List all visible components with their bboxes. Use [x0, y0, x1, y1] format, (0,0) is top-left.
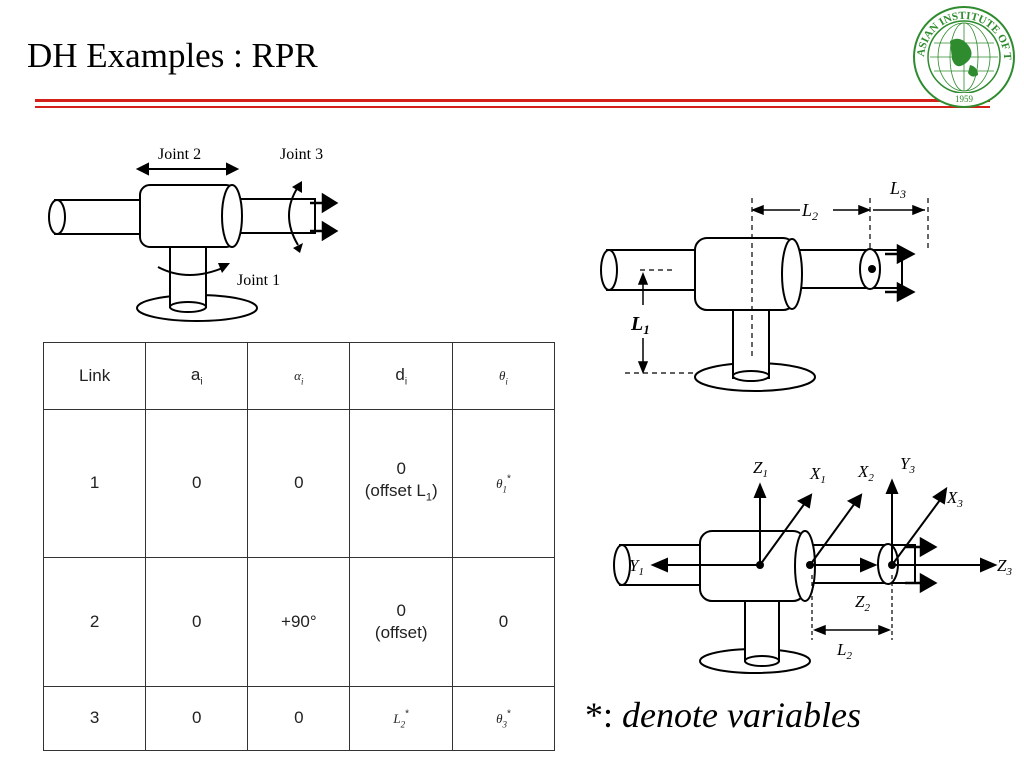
cell-a: 0 — [145, 685, 249, 752]
rpr-dimension-figure: L2 L3 L1 — [600, 178, 929, 392]
joint1-label: Joint 1 — [237, 272, 280, 289]
header-theta: θi — [451, 341, 556, 411]
cell-link: 3 — [42, 685, 147, 752]
frame-z1-label: Z1 — [753, 458, 768, 480]
rpr-frames-figure: Z1 X1 X2 Y3 X3 Y1 Z3 Z2 L2 — [613, 454, 1012, 674]
cell-d: L2* — [349, 685, 453, 752]
frame-x3-label: X3 — [946, 488, 963, 510]
cell-alpha: 0 — [247, 685, 351, 752]
institute-logo: ASIAN INSTITUTE OF TECHNOLOGY 1959 — [910, 5, 1015, 108]
cell-d: 0 (offset) — [349, 556, 453, 687]
dim-l3-label: L3 — [889, 178, 906, 201]
cell-alpha: 0 — [247, 409, 351, 558]
frame-x2-label: X2 — [857, 462, 874, 484]
frame-z3-label: Z3 — [997, 556, 1012, 578]
dim-l2-label: L2 — [801, 200, 818, 223]
logo-year: 1959 — [955, 94, 974, 104]
cell-a: 0 — [145, 556, 249, 687]
joint2-label: Joint 2 — [158, 146, 201, 163]
cell-theta: θ1* — [451, 409, 556, 558]
cell-theta: 0 — [451, 556, 556, 687]
title-rule-bottom — [35, 106, 990, 108]
cell-d: 0 (offset L1) — [349, 409, 453, 558]
frame-x1-label: X1 — [809, 464, 826, 486]
header-link: Link — [42, 341, 147, 411]
caption-mark: *: — [585, 695, 614, 735]
header-alpha: αi — [247, 341, 351, 411]
cell-link: 1 — [42, 409, 147, 558]
frame-l2-label: L2 — [836, 640, 852, 662]
dim-l1-label: L1 — [630, 313, 650, 337]
frame-z2-label: Z2 — [855, 592, 870, 614]
table-row: 1 0 0 0 (offset L1) θ1* — [42, 409, 556, 558]
rpr-joint-figure: Joint 2 Joint 3 Joint 1 — [48, 146, 339, 322]
header-d: di — [349, 341, 453, 411]
frame-y3-label: Y3 — [900, 454, 915, 476]
joint3-label: Joint 3 — [280, 146, 323, 163]
title-rule-top — [35, 99, 990, 102]
caption-text: denote variables — [622, 695, 861, 735]
dh-parameter-table: Link ai αi di θi 1 0 0 0 (offset L1) θ1*… — [42, 341, 556, 752]
table-row: 2 0 +90° 0 (offset) 0 — [42, 556, 556, 687]
frame-y1-label: Y1 — [629, 556, 644, 578]
table-row: 3 0 0 L2* θ3* — [42, 685, 556, 752]
variables-caption: *: denote variables — [585, 694, 861, 736]
cell-alpha: +90° — [247, 556, 351, 687]
cell-a: 0 — [145, 409, 249, 558]
slide-title: DH Examples : RPR — [27, 36, 318, 75]
header-a: ai — [145, 341, 249, 411]
table-header-row: Link ai αi di θi — [42, 341, 556, 411]
cell-link: 2 — [42, 556, 147, 687]
cell-theta: θ3* — [451, 685, 556, 752]
